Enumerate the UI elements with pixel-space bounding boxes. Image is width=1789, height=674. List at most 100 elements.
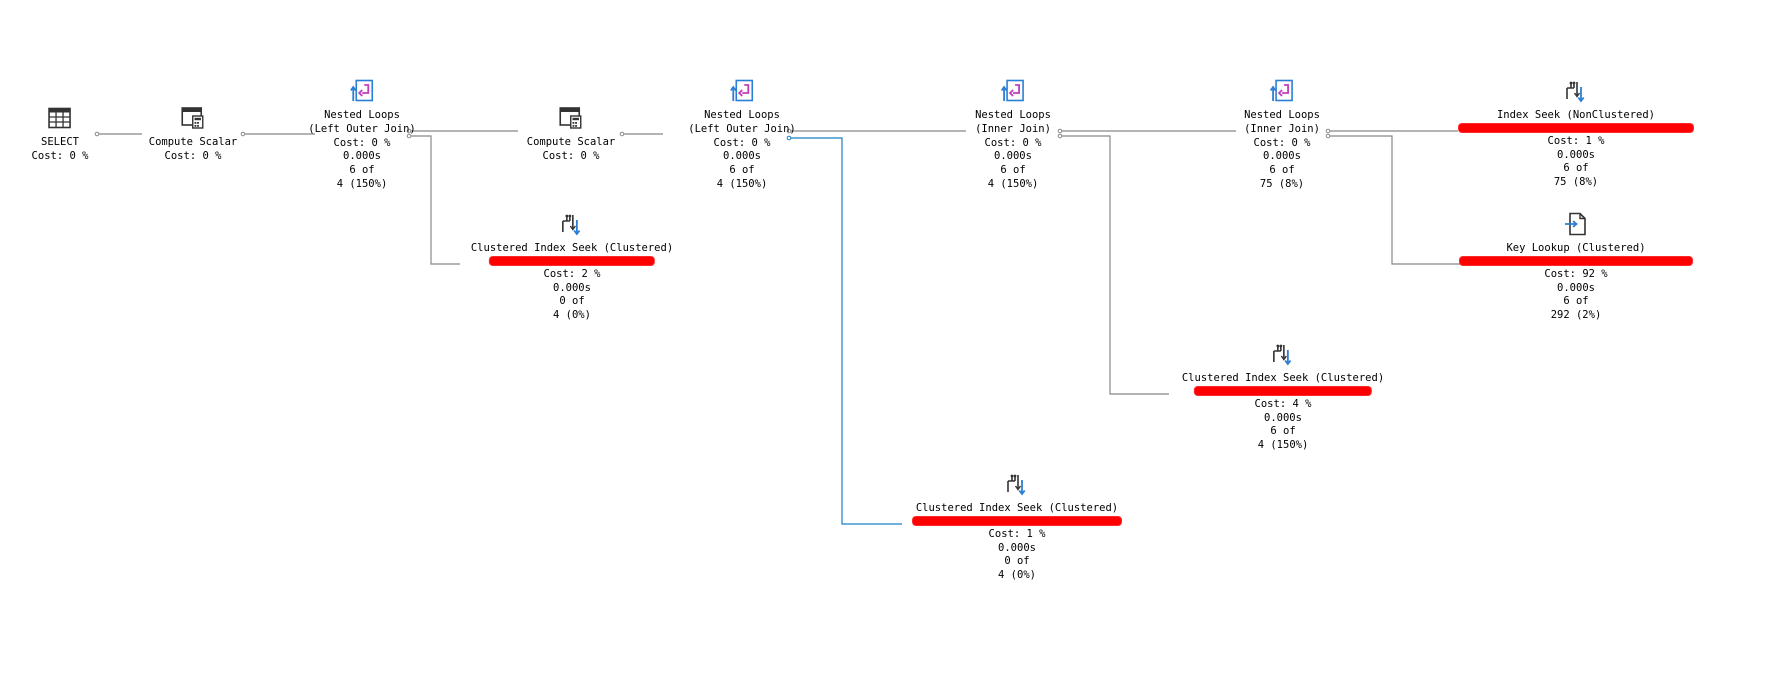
- compute-scalar-node[interactable]: Compute Scalar Cost: 0 %: [526, 106, 616, 164]
- node-label: Nested Loops: [324, 109, 400, 121]
- edge-cis3-nl2: [789, 137, 902, 525]
- node-cost: Cost: 92 %: [1544, 267, 1608, 280]
- redacted-object-name: [1460, 256, 1692, 265]
- key-lookup-node[interactable]: Key Lookup (Clustered) Cost: 92 % 0.000s…: [1460, 212, 1692, 323]
- node-rows-estimated: 4 (150%): [336, 177, 388, 190]
- clustered-index-seek-node[interactable]: Clustered Index Seek (Clustered) Cost: 4…: [1182, 342, 1384, 453]
- node-time: 0.000s: [553, 281, 591, 294]
- node-rows-actual: 0 of: [559, 295, 585, 308]
- node-rows-estimated: 4 (150%): [987, 177, 1039, 190]
- node-cost: Cost: 0 %: [984, 136, 1042, 149]
- node-label: Nested Loops: [975, 109, 1051, 121]
- node-time: 0.000s: [1557, 148, 1595, 161]
- redacted-object-name: [1194, 386, 1371, 395]
- node-cost: Cost: 0 %: [1253, 136, 1311, 149]
- node-label: Key Lookup (Clustered): [1506, 242, 1646, 254]
- edge-endpoint: [1057, 128, 1063, 134]
- edge-cis1-nl1: [409, 135, 460, 265]
- node-label: Compute Scalar: [526, 136, 616, 148]
- node-rows-actual: 6 of: [349, 164, 375, 177]
- node-label: Nested Loops: [1244, 109, 1320, 121]
- index-seek-icon: [1566, 81, 1585, 103]
- edge-cis2-nl3: [1060, 135, 1169, 395]
- node-time: 0.000s: [1264, 411, 1302, 424]
- node-rows-actual: 6 of: [1270, 425, 1296, 438]
- edge-endpoint: [1325, 133, 1331, 139]
- compute-scalar-icon: [559, 107, 582, 129]
- node-label: Index Seek (NonClustered): [1496, 109, 1656, 121]
- edge-endpoint: [406, 128, 412, 134]
- edge-endpoint: [1057, 133, 1063, 139]
- key-lookup-icon: [1565, 212, 1586, 236]
- index-seek-node[interactable]: Index Seek (NonClustered) Cost: 1 % 0.00…: [1459, 79, 1693, 190]
- index-seek-icon: [1273, 344, 1292, 366]
- node-cost: Cost: 4 %: [1254, 397, 1312, 410]
- node-cost: Cost: 0 %: [164, 149, 222, 162]
- nested-loops-node[interactable]: Nested Loops (Left Outer Join) Cost: 0 %…: [308, 79, 416, 192]
- node-rows-actual: 6 of: [1563, 162, 1589, 175]
- node-label: Clustered Index Seek (Clustered): [470, 242, 674, 254]
- edge-endpoint: [406, 133, 412, 139]
- clustered-index-seek-node[interactable]: Clustered Index Seek (Clustered) Cost: 2…: [471, 212, 673, 323]
- node-label: Clustered Index Seek (Clustered): [1181, 372, 1385, 384]
- node-rows-estimated: 4 (0%): [553, 309, 591, 322]
- node-rows-actual: 0 of: [1004, 555, 1030, 568]
- edge-endpoint: [786, 135, 792, 141]
- nested-loops-icon: [1269, 79, 1293, 102]
- edge-endpoint: [94, 131, 100, 137]
- nested-loops-icon: [350, 79, 373, 102]
- edge-endpoint: [786, 128, 792, 134]
- node-join-type: (Inner Join): [1244, 122, 1320, 135]
- nested-loops-node[interactable]: Nested Loops (Inner Join) Cost: 0 % 0.00…: [1244, 79, 1320, 192]
- compute-scalar-icon: [181, 107, 204, 129]
- index-seek-icon: [562, 214, 581, 236]
- nested-loops-node[interactable]: Nested Loops (Inner Join) Cost: 0 % 0.00…: [975, 79, 1051, 192]
- node-cost: Cost: 1 %: [988, 527, 1046, 540]
- node-rows-actual: 6 of: [1000, 164, 1026, 177]
- compute-scalar-node[interactable]: Compute Scalar Cost: 0 %: [148, 106, 238, 164]
- node-join-type: (Left Outer Join): [308, 122, 416, 135]
- node-rows-estimated: 4 (150%): [716, 177, 768, 190]
- node-join-type: (Left Outer Join): [688, 122, 796, 135]
- redacted-object-name: [913, 516, 1121, 525]
- nested-loops-icon: [1000, 79, 1024, 102]
- node-cost: Cost: 2 %: [543, 267, 601, 280]
- redacted-object-name: [1459, 123, 1693, 132]
- node-label: Clustered Index Seek (Clustered): [915, 502, 1119, 514]
- node-time: 0.000s: [994, 150, 1032, 163]
- select-grid-icon: [48, 107, 72, 129]
- clustered-index-seek-node[interactable]: Clustered Index Seek (Clustered) Cost: 1…: [913, 472, 1121, 583]
- node-label: Compute Scalar: [148, 136, 238, 148]
- node-cost: Cost: 0 %: [713, 136, 771, 149]
- node-rows-actual: 6 of: [1563, 295, 1589, 308]
- node-cost: Cost: 0 %: [333, 136, 391, 149]
- node-cost: Cost: 0 %: [542, 149, 600, 162]
- node-time: 0.000s: [723, 150, 761, 163]
- node-label: SELECT: [41, 136, 79, 148]
- node-label: Nested Loops: [704, 109, 780, 121]
- node-time: 0.000s: [998, 541, 1036, 554]
- node-rows-actual: 6 of: [1269, 164, 1295, 177]
- redacted-object-name: [489, 256, 654, 265]
- node-cost: Cost: 0 %: [31, 149, 89, 162]
- edge-endpoint: [1325, 128, 1331, 134]
- nested-loops-icon: [730, 79, 753, 102]
- node-rows-actual: 6 of: [729, 164, 755, 177]
- node-time: 0.000s: [1263, 150, 1301, 163]
- edge-endpoint: [619, 131, 625, 137]
- edge-kl1-nl4: [1328, 135, 1465, 265]
- node-rows-estimated: 75 (8%): [1259, 177, 1305, 190]
- index-seek-icon: [1007, 474, 1026, 496]
- node-cost: Cost: 1 %: [1547, 134, 1605, 147]
- node-time: 0.000s: [343, 150, 381, 163]
- node-rows-estimated: 292 (2%): [1550, 309, 1602, 322]
- select-node[interactable]: SELECT Cost: 0 %: [31, 106, 89, 164]
- node-rows-estimated: 75 (8%): [1553, 176, 1599, 189]
- node-rows-estimated: 4 (0%): [998, 569, 1036, 582]
- nested-loops-node[interactable]: Nested Loops (Left Outer Join) Cost: 0 %…: [688, 79, 796, 192]
- node-time: 0.000s: [1557, 281, 1595, 294]
- edge-endpoint: [240, 131, 246, 137]
- node-rows-estimated: 4 (150%): [1257, 439, 1309, 452]
